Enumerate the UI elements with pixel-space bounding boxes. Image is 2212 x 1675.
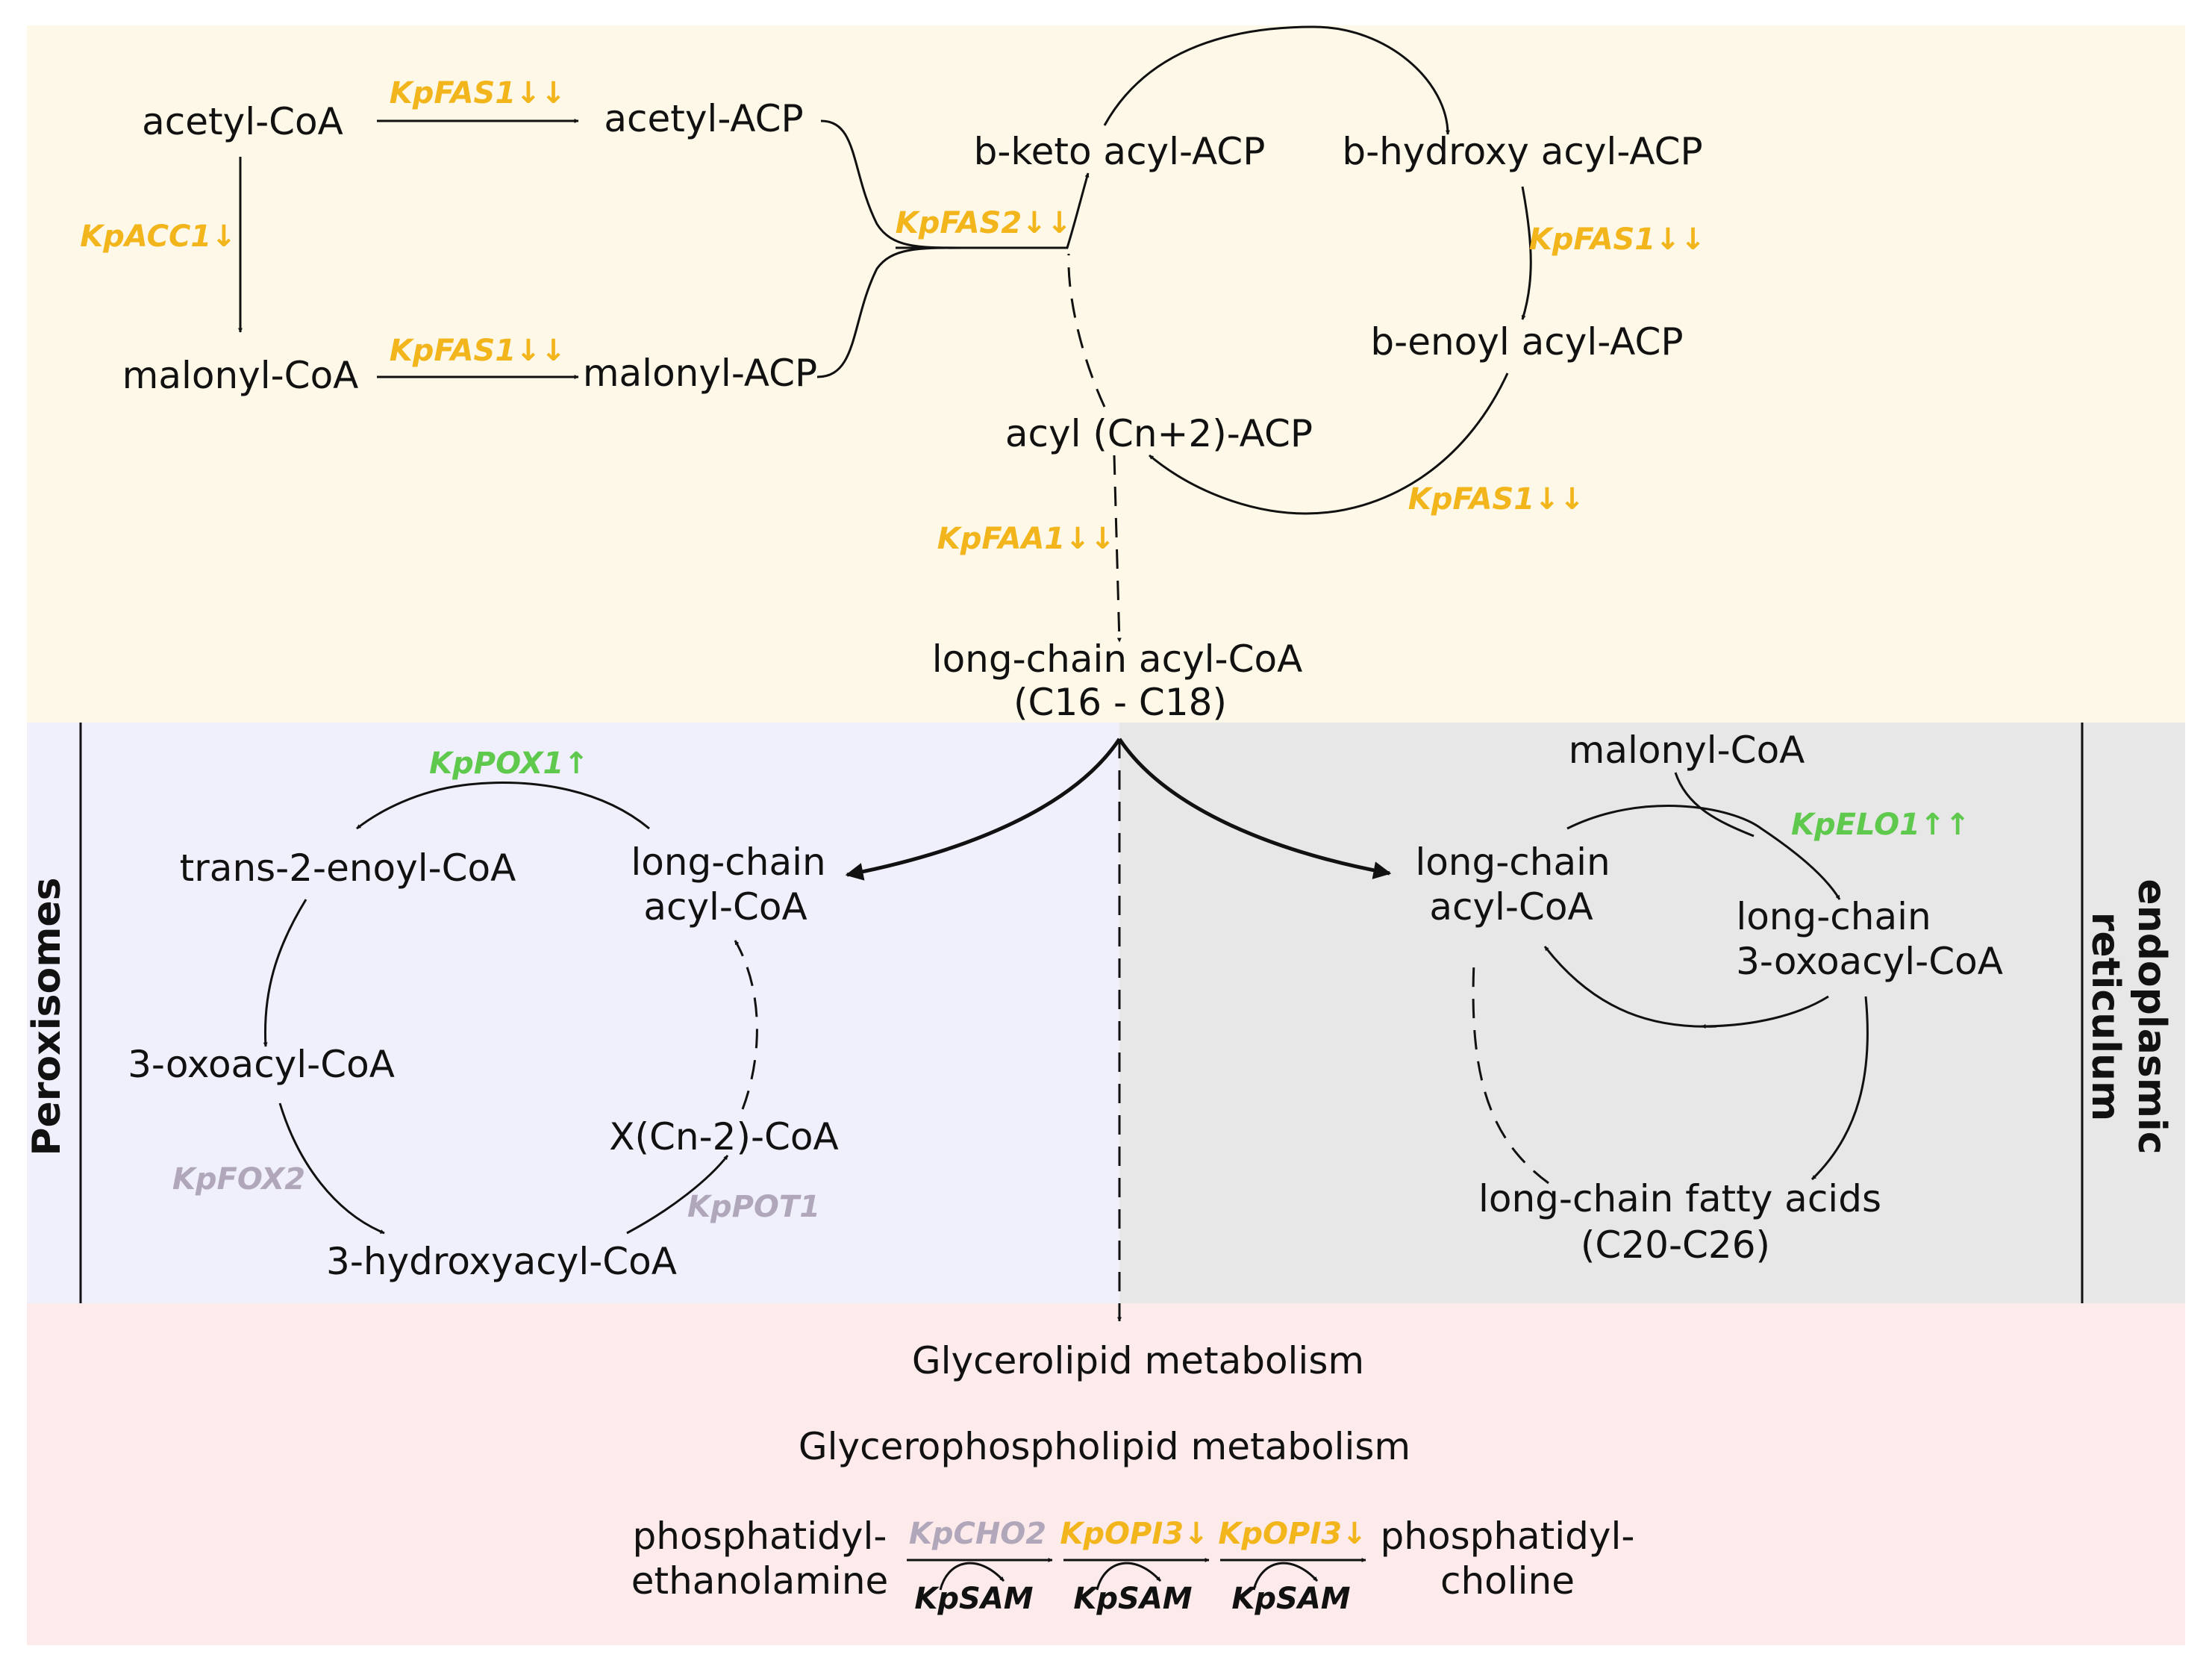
acetyl-coa: acetyl-CoA [142, 100, 343, 143]
er-long-chain-acyl-coa-line2: acyl-CoA [1429, 885, 1593, 929]
glycerolipid-metabolism: Glycerolipid metabolism [912, 1339, 1364, 1382]
acetyl-acp: acetyl-ACP [604, 97, 803, 140]
px-long-chain-acyl-coa-line1: long-chain [631, 840, 825, 884]
er-long-chain-acyl-coa-line1: long-chain [1415, 840, 1610, 884]
er-label-line1: endoplasmic [2129, 879, 2174, 1154]
enzyme-kpopi3-b: KpOPI3↓ [1218, 1517, 1366, 1551]
b-hydroxy-acyl-acp: b-hydroxy acyl-ACP [1342, 130, 1702, 173]
trans-2-enoyl-coa: trans-2-enoyl-CoA [180, 846, 516, 890]
lipid-metabolism-region [27, 1303, 2185, 1645]
enzyme-kpsam-b: KpSAM [1073, 1582, 1192, 1616]
enzyme-kpelo1: KpELO1↑↑ [1791, 808, 1970, 842]
malonyl-acp: malonyl-ACP [583, 352, 817, 395]
pe-to-pc-arrows [907, 1558, 1366, 1591]
er-3-oxoacyl-coa-line2: 3-oxoacyl-CoA [1736, 940, 2003, 983]
long-chain-acyl-coa-line2: (C16 - C18) [1013, 681, 1227, 724]
glycerophospholipid-metabolism: Glycerophospholipid metabolism [799, 1425, 1410, 1468]
enzyme-kpfaa1: KpFAA1↓↓ [937, 522, 1116, 556]
enzyme-kpsam-c: KpSAM [1231, 1582, 1350, 1616]
peroxisome-arrows [263, 782, 758, 1235]
phosphatidylcholine-line1: phosphatidyl- [1381, 1515, 1635, 1558]
enzyme-kpcho2: KpCHO2 [909, 1517, 1046, 1551]
peroxisomes-label: Peroxisomes [25, 877, 69, 1155]
long-chain-fatty-acids-line2: (C20-C26) [1581, 1223, 1770, 1267]
long-chain-acyl-coa-line1: long-chain acyl-CoA [932, 637, 1303, 681]
phosphatidylcholine-line2: choline [1440, 1559, 1575, 1603]
enzyme-kpfas1-right: KpFAS1↓↓ [1529, 222, 1705, 257]
x-cn2-coa: X(Cn-2)-CoA [609, 1115, 838, 1158]
long-chain-fatty-acids-line1: long-chain fatty acids [1478, 1177, 1881, 1220]
er-arrows [1472, 772, 1869, 1185]
b-keto-acyl-acp: b-keto acyl-ACP [974, 130, 1266, 173]
peroxisome-region [27, 723, 1119, 1303]
enzyme-kpfas1-bottom: KpFAS1↓↓ [1408, 482, 1584, 517]
cytosol-region [27, 25, 2185, 723]
phosphatidylethanolamine-line2: ethanolamine [631, 1559, 889, 1603]
3-oxoacyl-coa: 3-oxoacyl-CoA [128, 1043, 395, 1086]
malonyl-coa: malonyl-CoA [122, 354, 359, 397]
acyl-cn2-acp: acyl (Cn+2)-ACP [1005, 412, 1313, 455]
enzyme-kpfas2: KpFAS2↓↓ [896, 206, 1072, 240]
px-long-chain-acyl-coa-line2: acyl-CoA [643, 885, 807, 929]
fas-arrows [238, 25, 1532, 643]
er-label-line2: reticulum [2083, 912, 2128, 1121]
enzyme-kppot1: KpPOT1 [687, 1190, 820, 1224]
er-3-oxoacyl-coa-line1: long-chain [1736, 895, 1931, 938]
branch-arrows [845, 737, 1392, 1322]
b-enoyl-acyl-acp: b-enoyl acyl-ACP [1370, 320, 1683, 364]
enzyme-kppox1: KpPOX1↑ [429, 746, 589, 781]
enzyme-kpacc1: KpACC1↓ [80, 219, 236, 254]
er-region [1119, 723, 2185, 1303]
enzyme-kpfas1-mid: KpFAS1↓↓ [390, 334, 566, 368]
enzyme-kpfas1-top: KpFAS1↓↓ [390, 76, 566, 110]
phosphatidylethanolamine-line1: phosphatidyl- [633, 1515, 887, 1558]
enzyme-kpfox2: KpFOX2 [172, 1162, 305, 1197]
3-hydroxyacyl-coa: 3-hydroxyacyl-CoA [326, 1240, 677, 1283]
enzyme-kpsam-a: KpSAM [914, 1582, 1033, 1616]
enzyme-kpopi3-a: KpOPI3↓ [1060, 1517, 1208, 1551]
er-malonyl-coa: malonyl-CoA [1569, 729, 1805, 772]
